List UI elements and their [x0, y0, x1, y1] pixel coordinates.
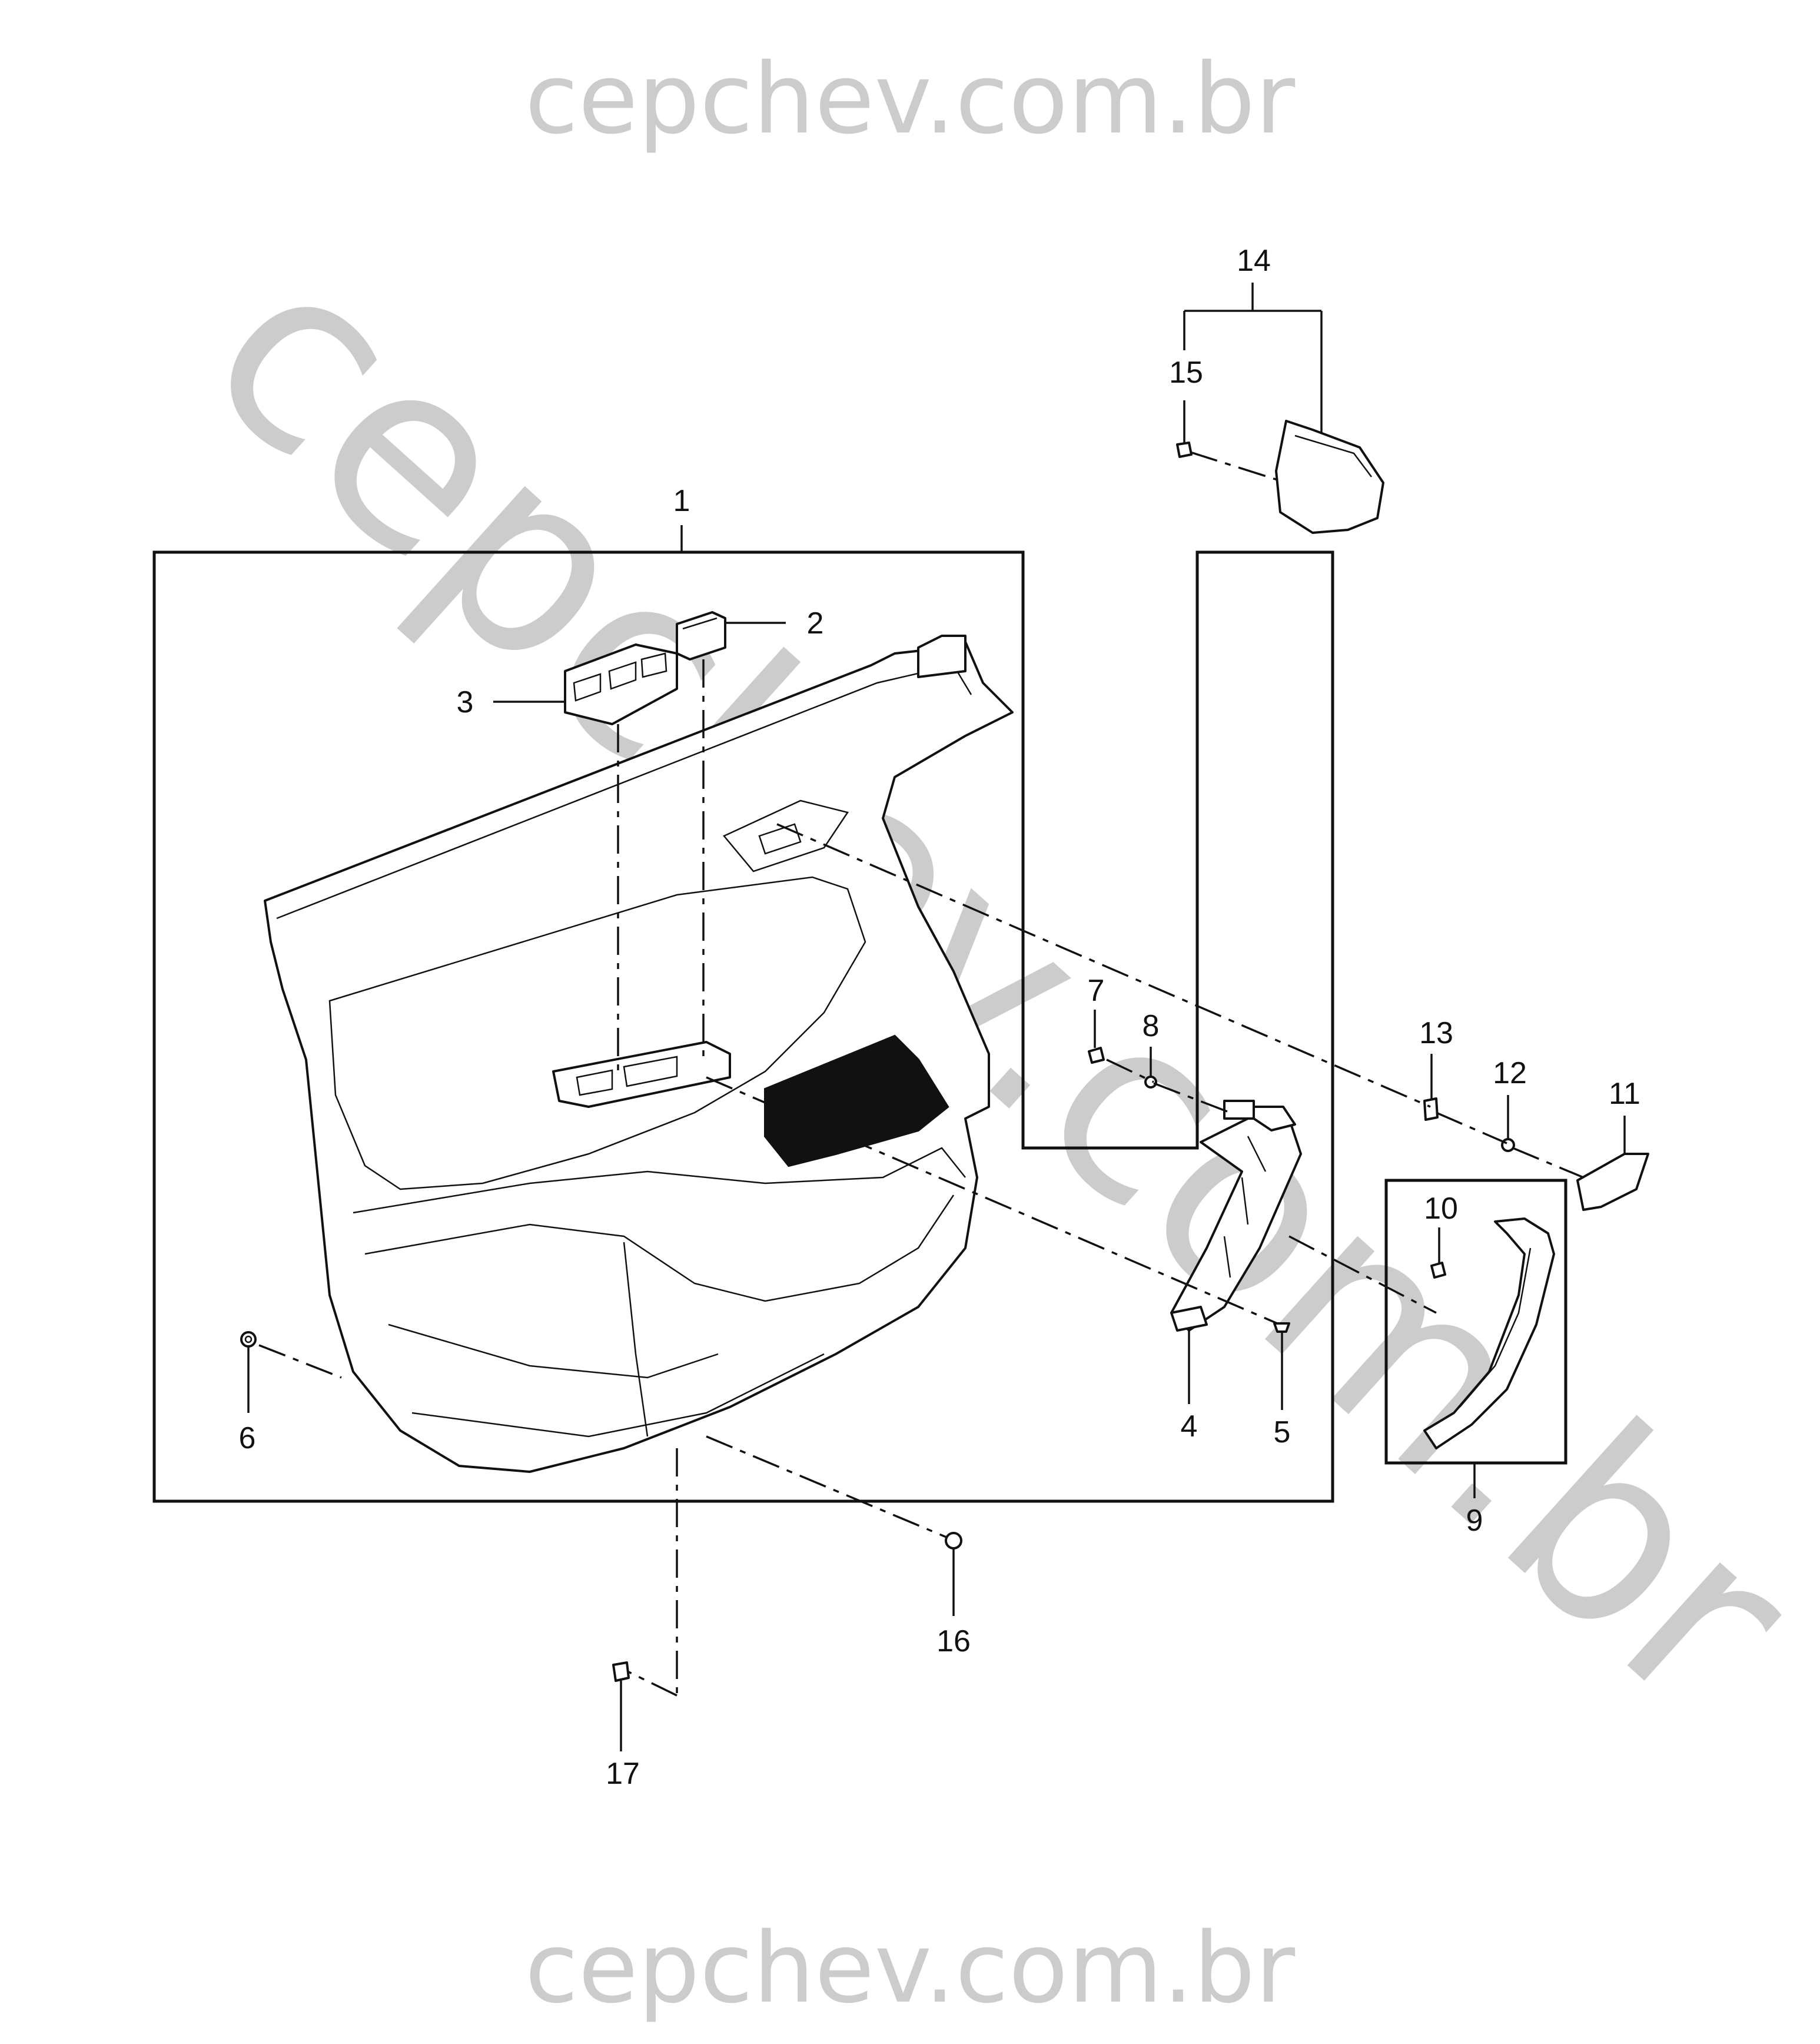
- door-trim-panel: [264, 635, 1014, 1473]
- callout-1: 1: [673, 484, 690, 518]
- cover-11: [1576, 1153, 1649, 1211]
- retainer-8: [1144, 1076, 1157, 1089]
- screw-5: [1273, 1322, 1290, 1333]
- callout-13: 13: [1419, 1016, 1453, 1050]
- dash-5: [706, 1076, 1278, 1325]
- dash-7-8: [1106, 1058, 1154, 1083]
- pull-handle: [1170, 1100, 1302, 1332]
- dash-8-4: [1153, 1082, 1228, 1113]
- dash-11: [1512, 1147, 1584, 1179]
- dash-13: [776, 823, 1431, 1108]
- assembly-frame: [152, 550, 1334, 1503]
- clip-10: [1430, 1262, 1446, 1279]
- clip-7: [1088, 1047, 1105, 1064]
- dash-16: [706, 1435, 948, 1539]
- callout-12: 12: [1493, 1056, 1527, 1090]
- nut-13: [1423, 1097, 1439, 1121]
- retainer-17: [612, 1661, 630, 1682]
- callout-9: 9: [1466, 1504, 1483, 1538]
- handle-bezel: [1423, 1217, 1555, 1449]
- speaker-grille: [764, 1034, 949, 1167]
- window-switch: [564, 643, 678, 725]
- callout-2: 2: [807, 606, 824, 641]
- callout-11: 11: [1609, 1077, 1640, 1111]
- clip-6: [240, 1331, 257, 1348]
- watermark-top: cepchev.com.br: [525, 42, 1296, 155]
- callout-6: 6: [239, 1421, 256, 1455]
- clip-15: [1176, 442, 1193, 458]
- callout-3: 3: [457, 685, 474, 719]
- dash-17: [628, 1671, 677, 1697]
- nut-16: [945, 1532, 962, 1549]
- callout-15: 15: [1169, 356, 1203, 390]
- item-9-frame: [1384, 1179, 1567, 1465]
- callout-7: 7: [1088, 974, 1105, 1008]
- dash-6: [258, 1344, 342, 1379]
- callout-4: 4: [1181, 1409, 1198, 1444]
- callout-5: 5: [1274, 1415, 1291, 1449]
- watermark-bottom: cepchev.com.br: [525, 1912, 1296, 2025]
- callout-16: 16: [936, 1624, 971, 1658]
- callout-8: 8: [1143, 1009, 1160, 1043]
- callout-14: 14: [1237, 244, 1271, 278]
- dash-9: [1288, 1235, 1437, 1314]
- dash-15: [1190, 451, 1278, 481]
- mirror-trim-cover: [1275, 420, 1384, 534]
- callout-10: 10: [1424, 1192, 1458, 1226]
- dash-12: [1436, 1111, 1507, 1144]
- callout-17: 17: [606, 1757, 640, 1791]
